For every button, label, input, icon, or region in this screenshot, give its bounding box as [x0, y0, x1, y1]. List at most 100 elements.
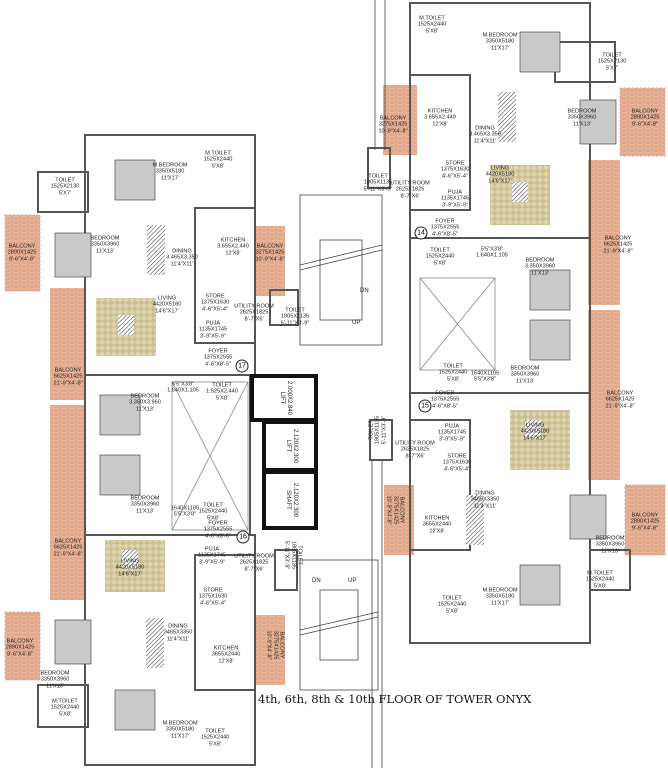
room-name: UTILITY ROOM	[395, 440, 435, 447]
room-name: BALCONY	[631, 108, 659, 115]
room-imperial: 11'4"X11'	[170, 261, 194, 268]
room-name: BEDROOM	[40, 670, 70, 677]
flat-number-14: 14	[414, 226, 428, 240]
room-size: 6625X1425	[53, 544, 83, 551]
room-size: 4420X5180	[485, 171, 515, 178]
room-size: 1135X1745	[437, 429, 467, 436]
room-size: 1805X1135	[374, 415, 381, 445]
room-name: BALCONY	[54, 367, 82, 374]
room-size: 1375X2555	[430, 224, 460, 231]
room-size: 3655X2440	[422, 521, 452, 528]
room-name: FOYER	[208, 348, 228, 355]
room-imperial: 10'-9"X4'-8"	[385, 495, 392, 525]
room-size: 1525X2440	[198, 508, 228, 515]
room-imperial: 11'X13'	[601, 548, 619, 555]
room-imperial: 11'X13'	[136, 508, 154, 515]
room-size: 1.525X2.440	[206, 388, 238, 395]
shaft-name: SHAFT	[285, 490, 291, 510]
room-imperial: 11'X17'	[161, 175, 179, 182]
room-imperial: 1.640X1.105	[167, 388, 199, 394]
room-imperial: 5'-11"X3'-9"	[363, 186, 393, 193]
room-name: M.BEDROOM	[482, 587, 518, 594]
room-size: 1375X2555	[203, 526, 233, 533]
room-imperial: 14'6"X17'	[118, 571, 142, 578]
room-size: 3350X5180	[485, 38, 515, 45]
room-name: BEDROOM	[130, 495, 160, 502]
room-size: 1640X1105	[170, 505, 200, 512]
room-name: BALCONY	[256, 243, 284, 250]
furniture	[54, 31, 617, 731]
room-imperial: 5'-11"X3'-9"	[280, 320, 310, 327]
room-size: 1640X1105	[470, 370, 500, 377]
room-imperial: 11'X13'	[46, 683, 64, 690]
room-imperial: 9'-6"X4'-8"	[6, 651, 33, 658]
balconies	[4, 85, 666, 685]
room-name: TOILET	[55, 177, 75, 184]
staircases	[299, 0, 386, 768]
room-size: 3275X1425	[378, 121, 408, 128]
room-size: 6625X1425	[53, 373, 83, 380]
room-size: 3350X3960	[130, 501, 160, 508]
room-size: 2625X1825	[395, 186, 425, 193]
room-name: KITCHEN	[213, 645, 239, 652]
room-imperial: 14'6"X17'	[155, 308, 179, 315]
room-name: BALCONY	[6, 638, 34, 645]
room-imperial: 11'4"X11'	[473, 138, 497, 145]
room-name: TOILET	[296, 545, 303, 565]
room-imperial: 11'4"X11'	[166, 636, 190, 643]
room-imperial: 4'-6"X8'-5"	[204, 533, 231, 540]
room-name: BEDROOM	[510, 365, 540, 372]
room-name: LIVING	[490, 165, 510, 172]
room-size: 2625X1825	[239, 309, 269, 316]
room-size: 3275X1425	[272, 630, 279, 660]
room-imperial: 5'X8'	[425, 28, 439, 35]
room-name: LIVING	[157, 295, 177, 302]
room-imperial: 5'X7'	[605, 65, 619, 72]
room-name: FOYER	[208, 520, 228, 527]
lift-core	[250, 374, 318, 530]
room-size: 1805X1135	[290, 540, 297, 570]
room-imperial: 12'X8'	[429, 528, 445, 535]
room-name: TOILET	[285, 307, 305, 314]
room-size: 1525X2440	[50, 704, 80, 711]
room-imperial: 5'X8'	[206, 515, 220, 522]
room-imperial: 5'5"X3'8"	[473, 377, 497, 383]
room-name: BEDROOM	[595, 535, 625, 542]
room-name: M.BEDROOM	[152, 162, 188, 169]
room-size: 3350X3960	[40, 676, 70, 683]
floor-plan-title: 4th, 6th, 8th & 10th FLOOR OF TOWER ONYX	[258, 692, 532, 706]
room-size: 6625X1425	[605, 396, 635, 403]
room-imperial: 3'-9"X5'-9"	[441, 202, 468, 209]
stair-top-up: UP	[352, 320, 361, 326]
room-name: TOILET	[205, 728, 225, 735]
room-size: 1805X1135	[363, 179, 393, 186]
room-size: 1375X2555	[203, 354, 233, 361]
room-imperial: 14'6"X17'	[488, 178, 512, 185]
room-imperial: 8'-7"X6'	[244, 316, 264, 323]
shaft-size: 2.120X2.300	[292, 482, 298, 518]
